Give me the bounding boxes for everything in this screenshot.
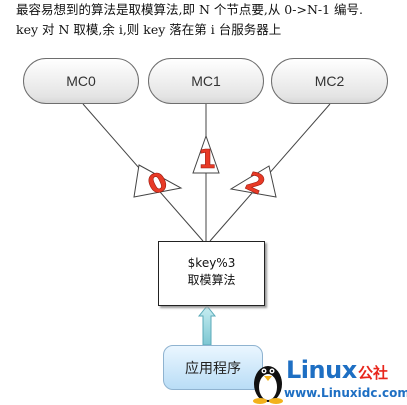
caption: 最容易想到的算法是取模算法,即 N 个节点要,从 0->N-1 编号. key …: [16, 0, 401, 40]
penguin-icon: [253, 366, 283, 404]
arrowhead-mc2: [229, 165, 277, 198]
server-mc0-label: MC0: [66, 73, 96, 89]
logo-url: www.Linuxidc.com: [284, 386, 407, 400]
arrow-label-1: 1: [198, 145, 216, 175]
caption-line-2: key 对 N 取模,余 i,则 key 落在第 i 台服务器上: [16, 22, 282, 37]
server-mc1: MC1: [148, 58, 264, 104]
function-name: 取模算法: [187, 273, 236, 287]
server-mc1-label: MC1: [191, 73, 221, 89]
logo-brand-cn: 公社: [358, 364, 389, 382]
logo-brand: Linux: [286, 356, 357, 384]
application-box: 应用程序: [163, 345, 263, 390]
function-expression: $key%3: [187, 256, 236, 270]
server-mc2: MC2: [271, 58, 388, 104]
application-label: 应用程序: [185, 360, 241, 377]
arrow-label-0: 0: [143, 167, 172, 202]
arrowhead-mc0: [133, 164, 183, 198]
arrowhead-mc1: [192, 134, 220, 174]
watermark-logo: Linux 公社 www.Linuxidc.com: [248, 356, 407, 405]
caption-line-1: 最容易想到的算法是取模算法,即 N 个节点要,从 0->N-1 编号.: [16, 2, 364, 17]
arrow-label-2: 2: [240, 167, 269, 202]
server-mc0: MC0: [23, 58, 139, 104]
modulo-function-box: $key%3 取模算法: [158, 241, 265, 306]
server-mc2-label: MC2: [314, 73, 345, 89]
